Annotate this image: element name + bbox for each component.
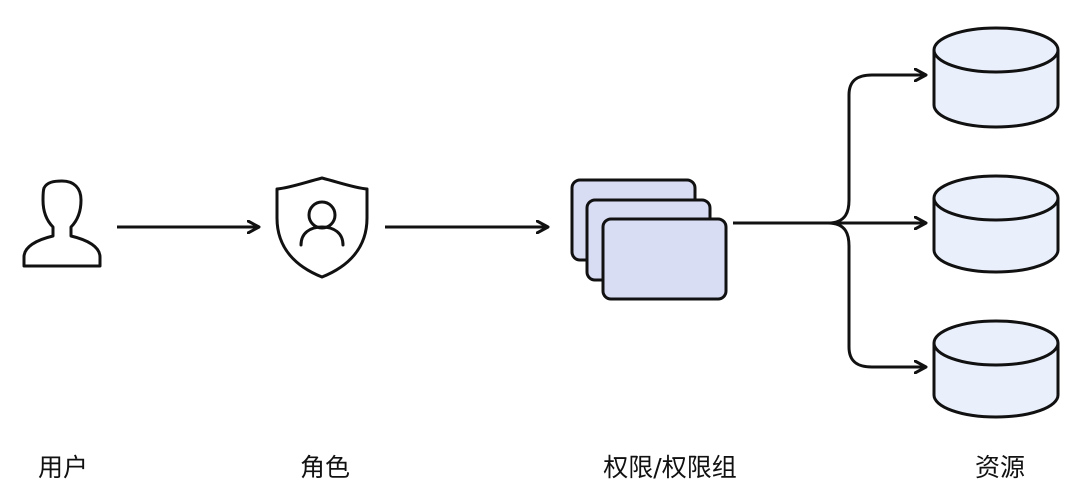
branch-connector <box>733 75 926 367</box>
database-icon <box>932 26 1060 129</box>
stacked-cards-icon <box>570 178 728 301</box>
user-icon <box>22 179 102 268</box>
resource-label: 资源 <box>974 453 1025 482</box>
permission-label: 权限/权限组 <box>603 453 737 482</box>
database-icon <box>932 319 1060 419</box>
shield-user-icon <box>275 176 369 279</box>
database-icon <box>932 174 1060 274</box>
role-label: 角色 <box>299 453 350 482</box>
user-label: 用户 <box>37 453 88 482</box>
permission-card-front <box>601 217 728 301</box>
